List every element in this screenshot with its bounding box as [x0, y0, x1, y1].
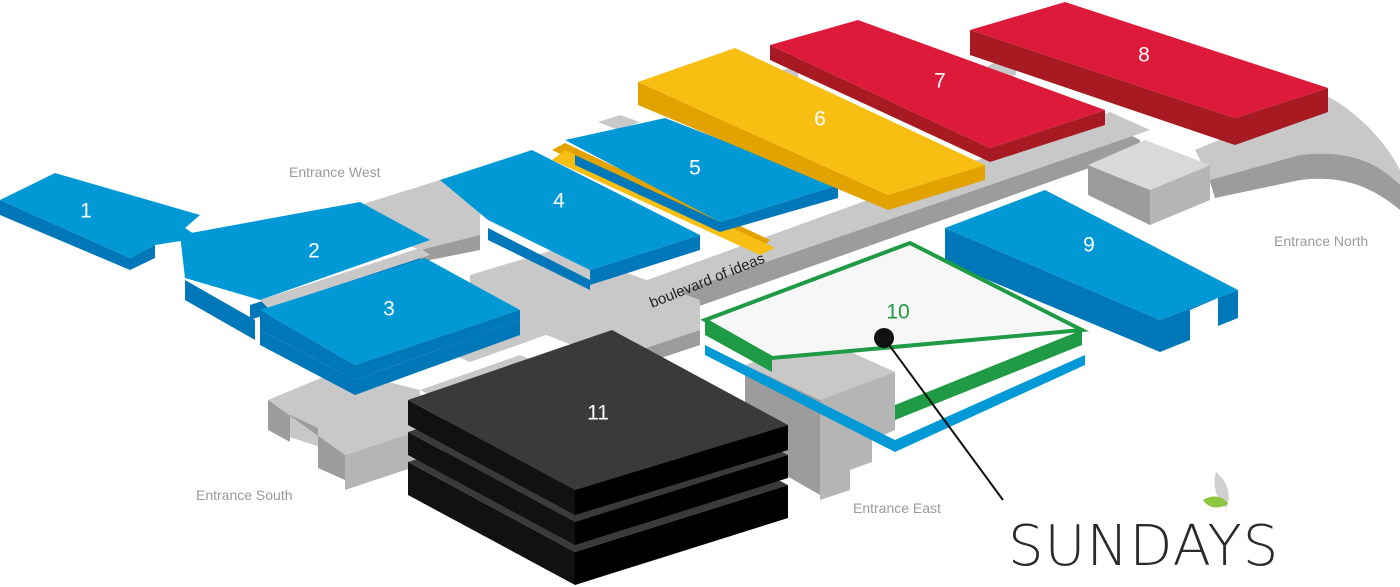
hall-label[interactable]: 7	[934, 70, 946, 93]
hall-label[interactable]: 2	[308, 240, 320, 263]
hall-label[interactable]: 10	[886, 301, 909, 324]
entrance-labels: Entrance West Entrance North Entrance So…	[196, 164, 1368, 516]
hall-5[interactable]	[552, 118, 838, 255]
hall-3[interactable]	[260, 258, 520, 395]
sundays-logo-text: SUNDAYS	[1008, 514, 1279, 579]
hall-6[interactable]	[638, 48, 985, 210]
sundays-pointer	[874, 328, 1004, 501]
sundays-logo: SUNDAYS	[1008, 472, 1279, 579]
hall-label[interactable]: 5	[689, 157, 701, 180]
hall-11[interactable]	[408, 330, 788, 585]
hall-label[interactable]: 8	[1138, 44, 1150, 67]
hall-1[interactable]	[0, 173, 200, 270]
hall-9[interactable]	[945, 190, 1238, 352]
entrance-north-label: Entrance North	[1274, 233, 1368, 249]
hall-label[interactable]: 6	[814, 108, 826, 131]
entrance-south-label: Entrance South	[196, 487, 293, 503]
hall-label[interactable]: 3	[383, 298, 395, 321]
hall-label[interactable]: 9	[1083, 234, 1095, 257]
hall-10[interactable]	[700, 240, 1090, 452]
hall-8[interactable]	[970, 2, 1328, 145]
entrance-west-label: Entrance West	[289, 164, 381, 180]
hall-label[interactable]: 11	[587, 402, 609, 425]
hall-label[interactable]: 4	[553, 190, 565, 213]
entrance-east-label: Entrance East	[853, 500, 941, 516]
hall-label[interactable]: 1	[80, 200, 92, 223]
leaf-icon	[1203, 472, 1229, 508]
hall-7[interactable]	[770, 20, 1105, 162]
hall-labels: 1 2 3 4 5 6 7 8 9 10 11	[80, 44, 1150, 425]
location-marker-icon[interactable]	[874, 328, 894, 348]
hall-4[interactable]	[440, 150, 700, 290]
